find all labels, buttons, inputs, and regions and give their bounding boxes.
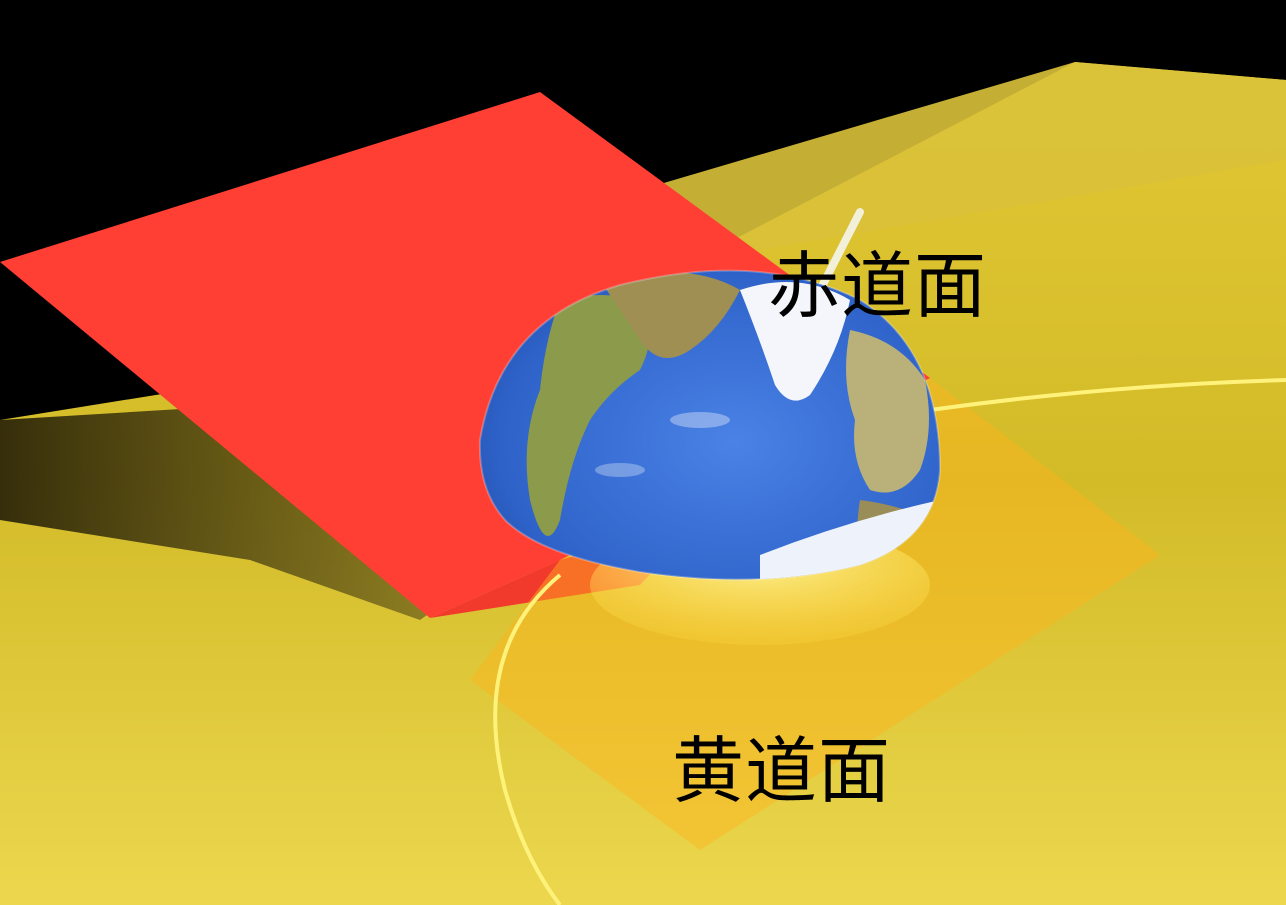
land-greenland (740, 282, 850, 401)
orbit-line-lower (493, 573, 562, 905)
cloud (595, 463, 645, 477)
ecliptic-plane-label: 黄道面 (672, 729, 892, 813)
land-americas (526, 295, 650, 536)
equatorial-plane-label: 赤道面 (768, 244, 988, 328)
orbit-line (929, 378, 1286, 412)
ecliptic-plane-far-strip (640, 62, 1286, 260)
earth-outline (478, 269, 942, 581)
cloud (670, 412, 730, 428)
land-north-america (600, 272, 740, 358)
land-europe (846, 330, 929, 493)
